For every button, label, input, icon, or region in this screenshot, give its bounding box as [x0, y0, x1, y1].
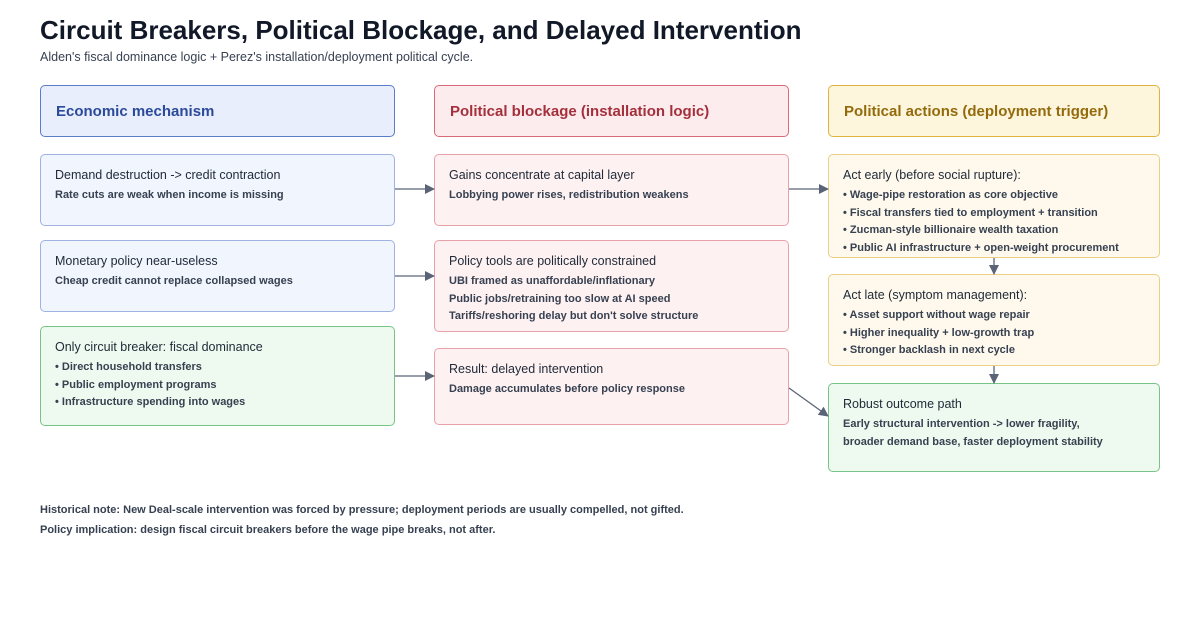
box-line: Tariffs/reshoring delay but don't solve … — [449, 310, 699, 322]
box-title: Act early (before social rupture): — [843, 168, 1021, 182]
box-line: Rate cuts are weak when income is missin… — [55, 189, 284, 201]
box-line: • Infrastructure spending into wages — [55, 396, 246, 408]
arrow-delayed-to-robust — [788, 387, 829, 417]
box-line: • Wage-pipe restoration as core objectiv… — [843, 189, 1058, 201]
box-line: Public jobs/retraining too slow at AI sp… — [449, 292, 671, 305]
box-title: Robust outcome path — [843, 397, 962, 411]
box-line: UBI framed as unaffordable/inflationary — [449, 275, 655, 287]
economic-mechanism-header: Economic mechanism — [40, 85, 395, 137]
box-line: • Fiscal transfers tied to employment + … — [843, 206, 1098, 219]
fiscal-dominance-box: Only circuit breaker: fiscal dominance •… — [40, 326, 395, 426]
gains-concentrate-box: Gains concentrate at capital layer Lobby… — [434, 154, 789, 226]
box-line: • Direct household transfers — [55, 361, 202, 373]
act-early-box: Act early (before social rupture): • Wag… — [828, 154, 1160, 258]
box-title: Monetary policy near-useless — [55, 254, 218, 268]
robust-outcome-box: Robust outcome path Early structural int… — [828, 383, 1160, 472]
diagram-title: Circuit Breakers, Political Blockage, an… — [40, 15, 802, 45]
box-title: Result: delayed intervention — [449, 362, 604, 376]
box-line: • Higher inequality + low-growth trap — [843, 326, 1035, 339]
historical-note: Historical note: New Deal-scale interven… — [40, 504, 684, 516]
act-late-box: Act late (symptom management): • Asset s… — [828, 274, 1160, 366]
demand-destruction-box: Demand destruction -> credit contraction… — [40, 154, 395, 226]
box-title: Policy tools are politically constrained — [449, 254, 657, 268]
political-blockage-header: Political blockage (installation logic) — [434, 85, 789, 137]
box-title: Gains concentrate at capital layer — [449, 168, 635, 182]
delayed-intervention-box: Result: delayed intervention Damage accu… — [434, 348, 789, 425]
policy-implication-note: Policy implication: design fiscal circui… — [40, 524, 496, 536]
box-line: • Asset support without wage repair — [843, 309, 1030, 321]
box-line: Lobbying power rises, redistribution wea… — [449, 189, 689, 201]
political-actions-header: Political actions (deployment trigger) — [828, 85, 1160, 137]
box-line: Damage accumulates before policy respons… — [449, 383, 685, 395]
box-line: • Zucman-style billionaire wealth taxati… — [843, 224, 1059, 236]
monetary-policy-box: Monetary policy near-useless Cheap credi… — [40, 240, 395, 312]
box-title: Demand destruction -> credit contraction — [55, 168, 281, 182]
box-line: broader demand base, faster deployment s… — [843, 435, 1103, 448]
box-line: Early structural intervention -> lower f… — [843, 418, 1080, 430]
policy-tools-box: Policy tools are politically constrained… — [434, 240, 789, 332]
box-line: • Public AI infrastructure + open-weight… — [843, 241, 1119, 254]
box-title: Only circuit breaker: fiscal dominance — [55, 340, 263, 354]
box-title: Act late (symptom management): — [843, 288, 1028, 302]
box-line: • Public employment programs — [55, 378, 217, 391]
box-line: • Stronger backlash in next cycle — [843, 344, 1015, 356]
diagram-subtitle: Alden's fiscal dominance logic + Perez's… — [40, 50, 474, 64]
box-line: Cheap credit cannot replace collapsed wa… — [55, 275, 293, 287]
